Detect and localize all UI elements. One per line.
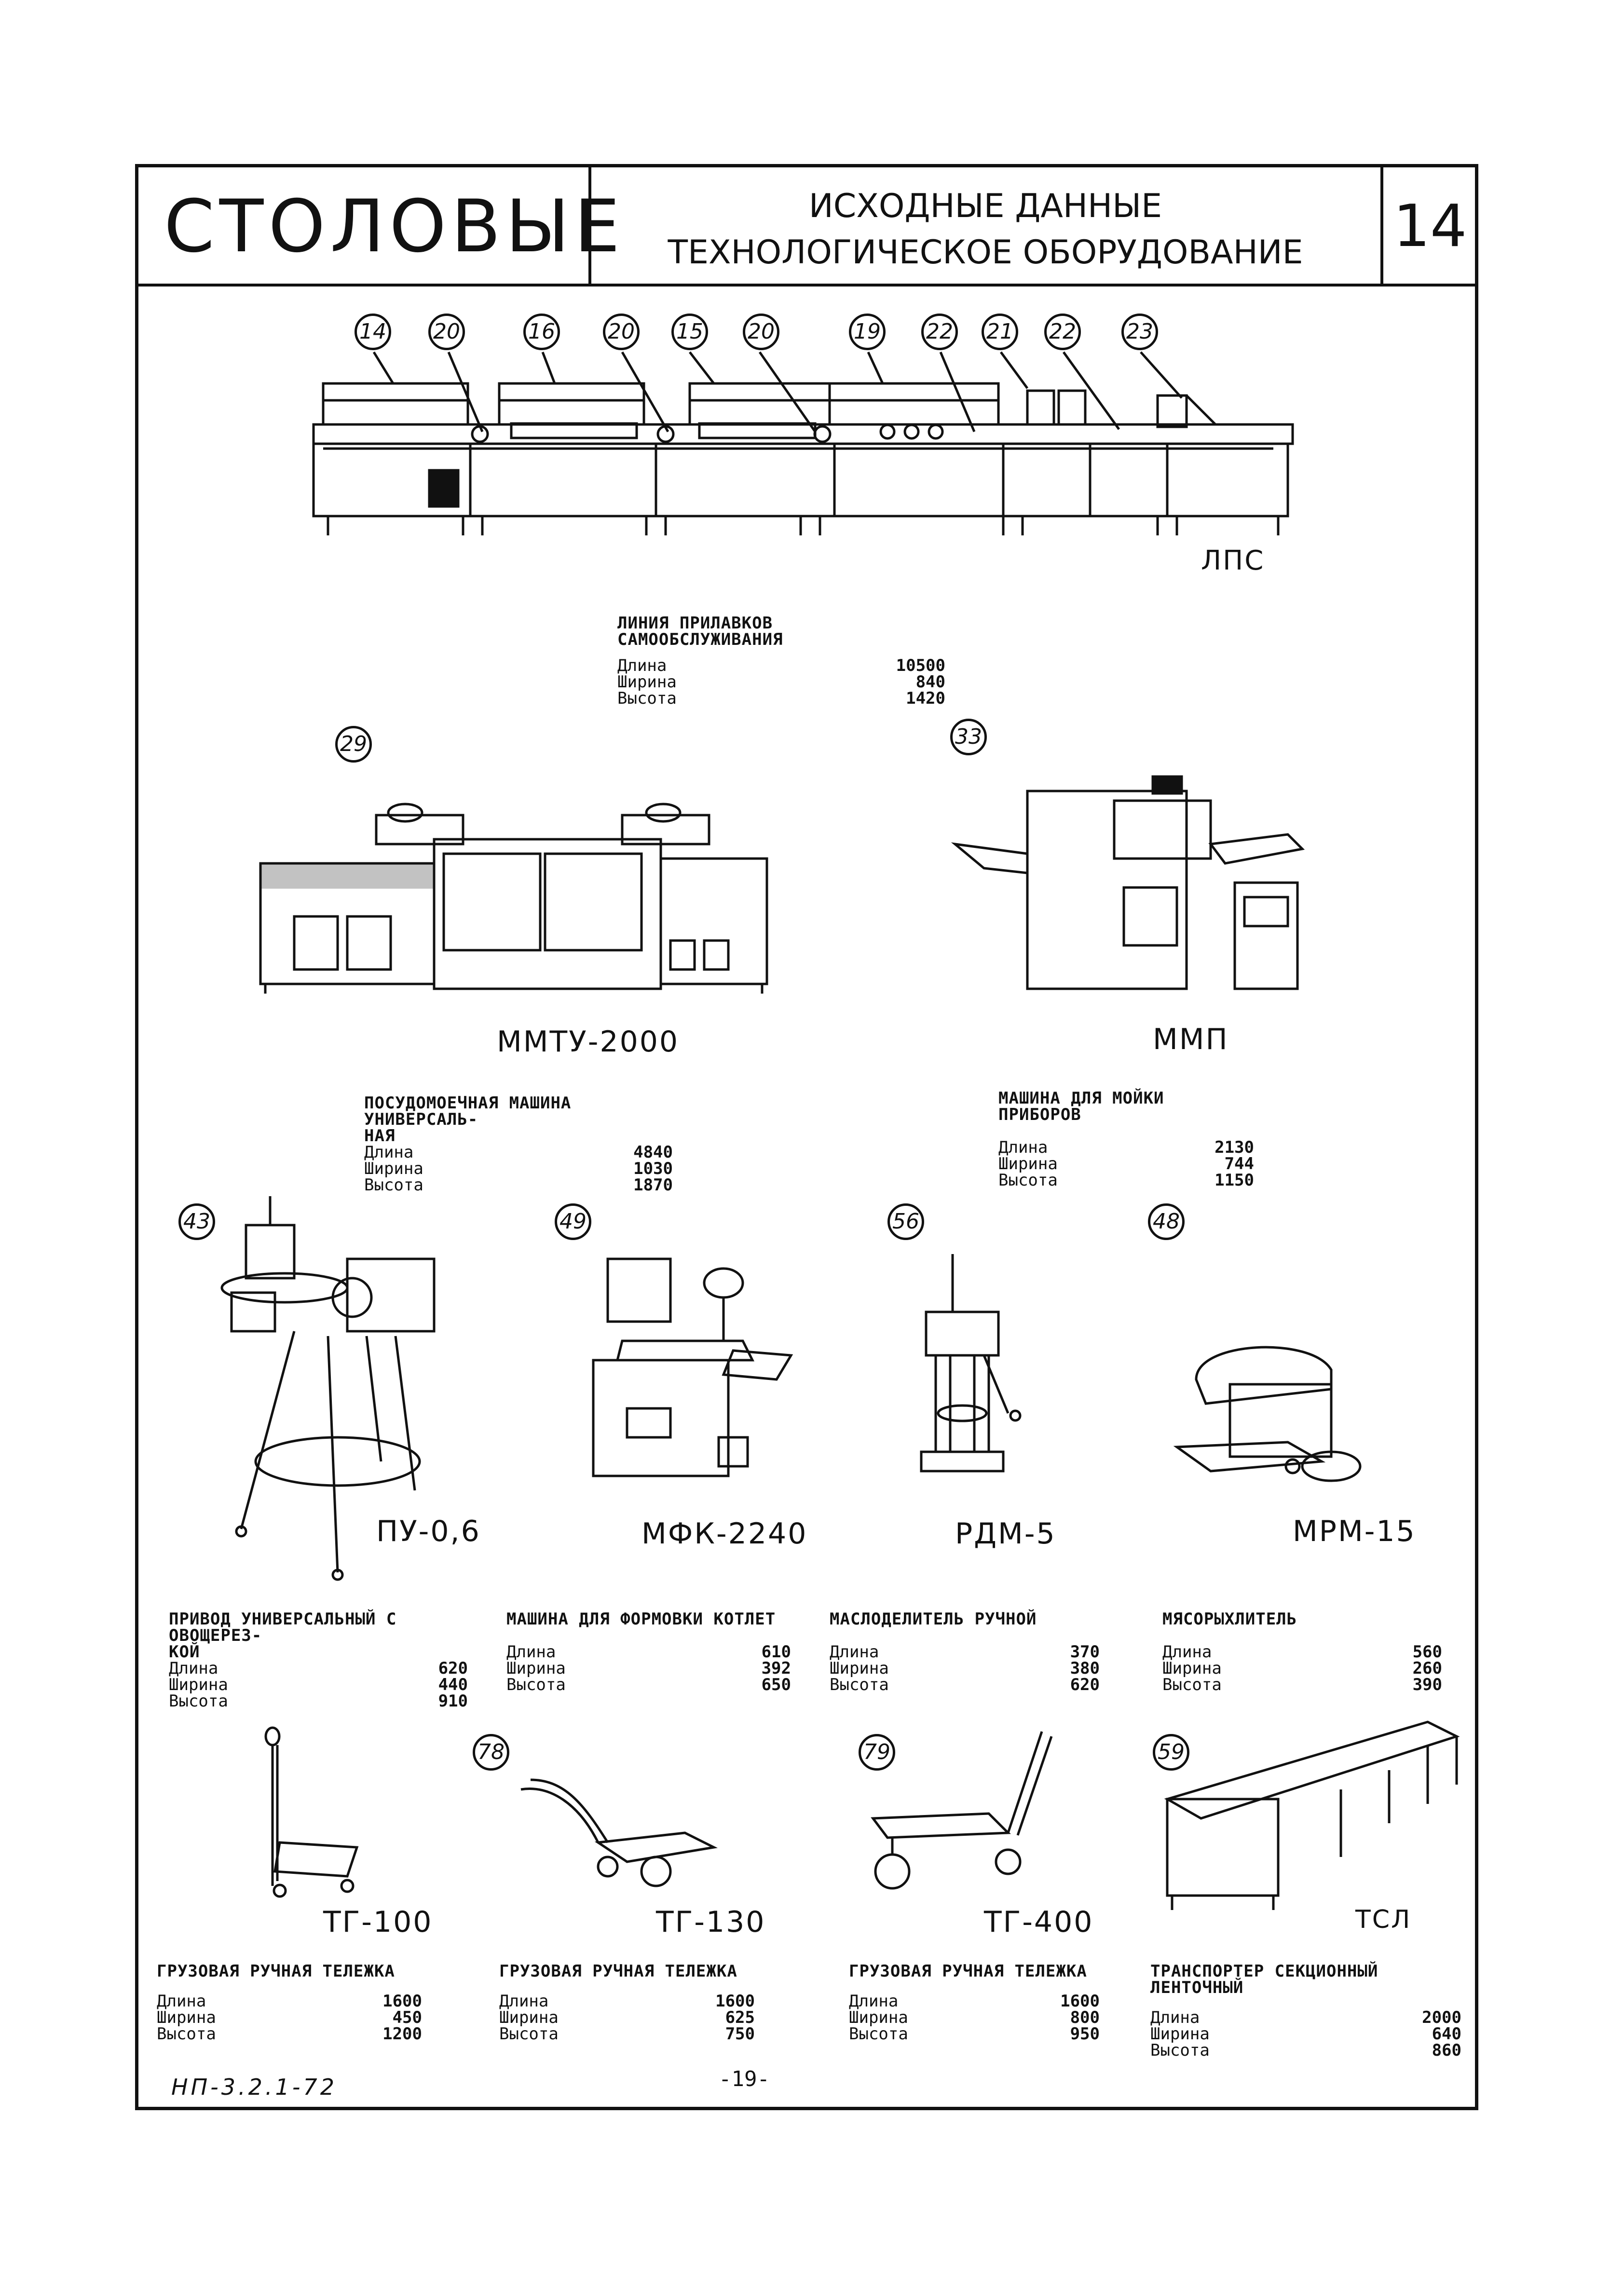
pos-number: 22 [1044,314,1081,350]
pos-number: 23 [1121,314,1158,350]
model-label: ЛПС [1201,545,1265,576]
model-label: ТГ-130 [656,1905,766,1939]
meat-tenderizer-drawing [1173,1346,1362,1482]
pos-number: 21 [982,314,1018,350]
header-title-line2: ТЕХНОЛОГИЧЕСКОЕ ОБОРУДОВАНИЕ [668,233,1303,272]
model-label: ТГ-100 [323,1905,433,1939]
counter-line-drawing [312,351,1294,535]
model-label: ТСЛ [1355,1905,1412,1934]
pos-number: 16 [523,314,560,350]
pos-number: 48 [1148,1203,1185,1240]
pos-number: 59 [1153,1734,1189,1771]
pos-number: 19 [849,314,886,350]
header-title: ИСХОДНЫЕ ДАННЫЕ ТЕХНОЛОГИЧЕСКОЕ ОБОРУДОВ… [592,183,1378,276]
pos-number: 20 [603,314,640,350]
pos-number: 20 [428,314,465,350]
pos-number: 20 [743,314,779,350]
document-code: НП-3.2.1-72 [171,2074,337,2100]
pos-number: 78 [473,1734,509,1771]
cart-tg100-drawing [264,1726,359,1898]
header-title-line1: ИСХОДНЫЕ ДАННЫЕ [808,187,1162,225]
spec-mmtu: ПОСУДОМОЕЧНАЯ МАШИНА УНИВЕРСАЛЬ- НАЯ Дли… [364,1093,673,1195]
sheet-number: 14 [1393,193,1467,260]
pos-number: 79 [859,1734,895,1771]
pos-number: 56 [887,1203,924,1240]
model-label: МРМ-15 [1293,1515,1416,1548]
butter-divider-drawing [920,1254,1022,1473]
spec-pu: ПРИВОД УНИВЕРСАЛЬНЫЙ С ОВОЩЕРЕЗ- КОЙ Дли… [169,1610,468,1711]
pos-number: 29 [335,726,372,763]
model-label: МФК-2240 [641,1517,808,1551]
cart-tg130-drawing [520,1778,718,1887]
cart-tg400-drawing [871,1731,1053,1890]
model-label: ПУ-0,6 [376,1515,481,1548]
model-label: РДМ-5 [955,1517,1056,1551]
pos-number: 43 [178,1203,215,1240]
header-divider [135,284,1478,287]
brand-title: СТОЛОВЫЕ [164,185,625,269]
cutlery-washer-drawing [951,775,1305,990]
conveyor-drawing [1164,1720,1460,1910]
vegetable-cutter-drawing [220,1196,436,1581]
spec-title: ЛИНИЯ ПРИЛАВКОВ САМООБСЛУЖИВАНИЯ [617,614,783,649]
pos-number: 15 [671,314,708,350]
pos-number: 49 [555,1203,591,1240]
pos-number: 33 [950,719,987,755]
model-label: ММП [1153,1023,1229,1056]
page-frame [135,164,1478,2110]
model-label: ТГ-400 [984,1905,1094,1939]
cutlet-machine-drawing [592,1257,793,1477]
pos-number: 14 [355,314,391,350]
footer-page-number: -19- [719,2067,770,2091]
pos-number: 22 [921,314,958,350]
dishwasher-drawing [259,803,768,994]
header-sep-2 [1380,164,1383,285]
header-sep-1 [588,164,591,285]
model-label: ММТУ-2000 [497,1025,680,1059]
